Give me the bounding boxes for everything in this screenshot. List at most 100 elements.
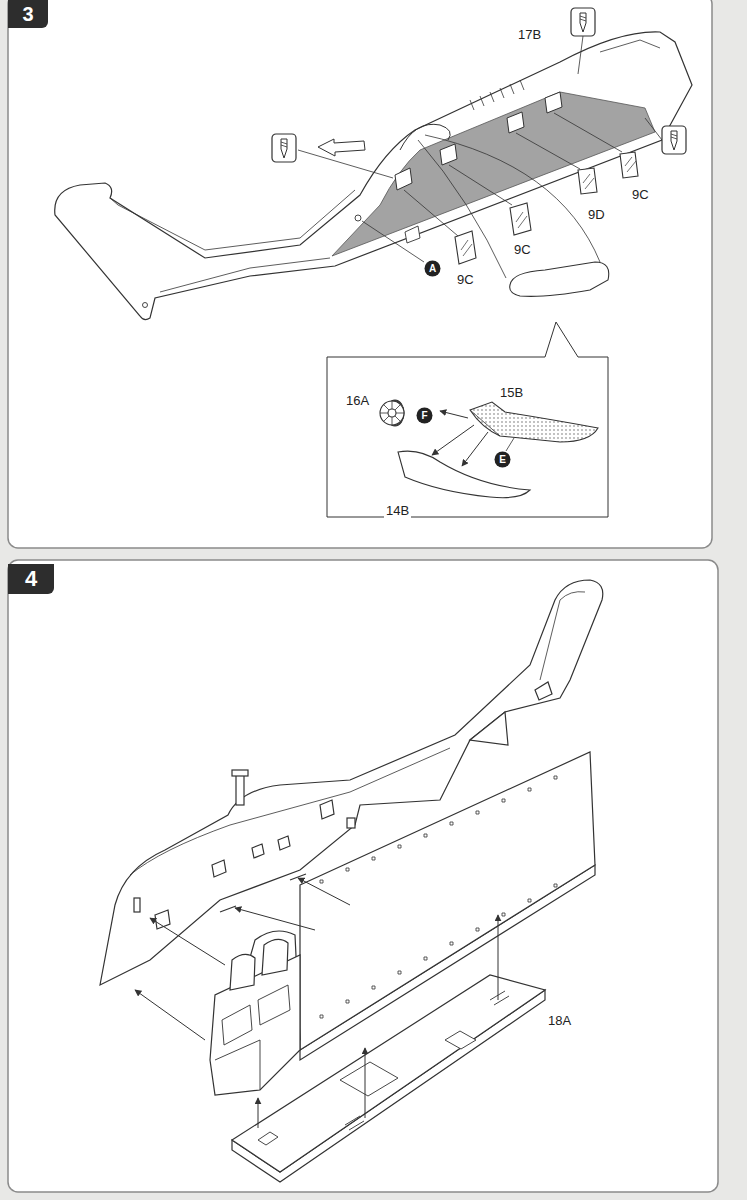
clear-window-part: [455, 231, 476, 264]
fuselage-half: [55, 32, 692, 320]
step-number: 3: [8, 0, 48, 28]
step-panel: [8, 0, 712, 548]
detail-callout: [327, 322, 608, 517]
base-plate: [232, 975, 545, 1182]
leader-line: [425, 135, 600, 262]
part-number: 9C: [630, 187, 651, 202]
fuselage-half: [470, 80, 524, 110]
part-number: 14B: [384, 501, 411, 519]
step-panel: [8, 560, 718, 1192]
part-number: 9D: [586, 207, 607, 222]
base-plate: [232, 975, 545, 1172]
base-plate: [340, 1062, 398, 1096]
fuselage-half: [160, 258, 330, 292]
step-number: 4: [8, 564, 54, 594]
fuselage-half: [355, 215, 361, 221]
assembly-arrow: [298, 878, 350, 905]
part-number: 9C: [455, 272, 476, 287]
part-number: 16A: [344, 393, 371, 408]
cockpit-seats: [210, 931, 300, 1095]
direction-arrow: [318, 139, 365, 156]
glue-pin-icon: [272, 8, 686, 162]
glue-pin-icon: [571, 8, 595, 36]
part-number: 9D: [586, 205, 607, 223]
wheel-fairing-part: [510, 262, 609, 296]
assembly-arrow: [365, 1048, 366, 1118]
leader-line: [298, 36, 662, 278]
assembly-arrow: [150, 918, 225, 965]
fuselage-half: [600, 40, 660, 52]
assembly-arrow: [432, 425, 474, 455]
part-number: 14B: [384, 503, 411, 518]
fuselage-half: [143, 303, 148, 308]
callout-circle: [425, 261, 441, 277]
fuselage-half: [320, 800, 334, 819]
callout-letter: F: [421, 411, 427, 421]
wheel-part: [388, 409, 396, 417]
cockpit-seats: [222, 985, 290, 1045]
fairing-part: [470, 410, 500, 436]
step-number: 3: [22, 4, 33, 24]
part-number: 9C: [630, 185, 651, 203]
part-number: 18A: [546, 1013, 573, 1028]
window-opening: [545, 92, 562, 113]
clear-window-part: [625, 157, 636, 172]
cockpit-seats: [262, 939, 288, 975]
fuselage-half: [347, 818, 355, 828]
glue-pin-icon: [272, 134, 296, 162]
leader-line: [516, 133, 580, 169]
wheel-part: [380, 400, 404, 426]
part-number: 17B: [516, 25, 543, 43]
leader-line: [418, 140, 506, 278]
fuselage-half: [540, 592, 585, 680]
wheel-part: [380, 401, 404, 425]
leader-line: [298, 150, 393, 178]
leader-line: [404, 190, 458, 236]
part-number: 15B: [498, 385, 525, 400]
leader-line: [554, 113, 622, 152]
cockpit-seats: [230, 954, 255, 990]
fuselage-half: [55, 32, 692, 320]
base-plate: [258, 1132, 278, 1145]
assembly-arrow: [258, 1098, 259, 1128]
fuselage-half: [220, 874, 306, 912]
cockpit-seats: [210, 955, 300, 1095]
clear-window-part: [578, 168, 597, 194]
callout-circle: [417, 408, 433, 424]
fuselage-half: [535, 682, 552, 700]
part-number: 9C: [455, 270, 476, 288]
clear-window-part: [461, 240, 472, 256]
fuselage-half: [405, 226, 420, 243]
assembly-arrow: [135, 878, 498, 1128]
fuselage-half: [400, 124, 450, 150]
callout-letter: E: [499, 455, 506, 465]
window-opening: [395, 168, 412, 190]
window-opening: [395, 92, 562, 190]
clear-window-part: [455, 152, 638, 264]
fuselage-half: [134, 898, 140, 912]
window-opening: [507, 112, 524, 133]
part-number: 18A: [546, 1011, 573, 1029]
leader-line: [362, 221, 424, 262]
leader-line: [578, 36, 583, 74]
fuselage-half: [212, 860, 226, 877]
fuselage-half: [252, 844, 264, 858]
callout-letter: A: [429, 264, 436, 274]
callout-circle: [495, 452, 511, 468]
callout-letter: A: [424, 260, 441, 277]
wheel-part: [380, 401, 404, 425]
fuselage-half: [110, 190, 355, 250]
clear-window-part: [583, 174, 594, 189]
step-number: 4: [25, 568, 37, 590]
assembly-arrow: [440, 411, 468, 418]
assembly-arrow: [135, 990, 205, 1040]
clear-window-part: [516, 212, 527, 228]
window-opening: [440, 144, 457, 165]
fairing-part: [470, 402, 598, 442]
base-plate: [445, 1031, 476, 1049]
